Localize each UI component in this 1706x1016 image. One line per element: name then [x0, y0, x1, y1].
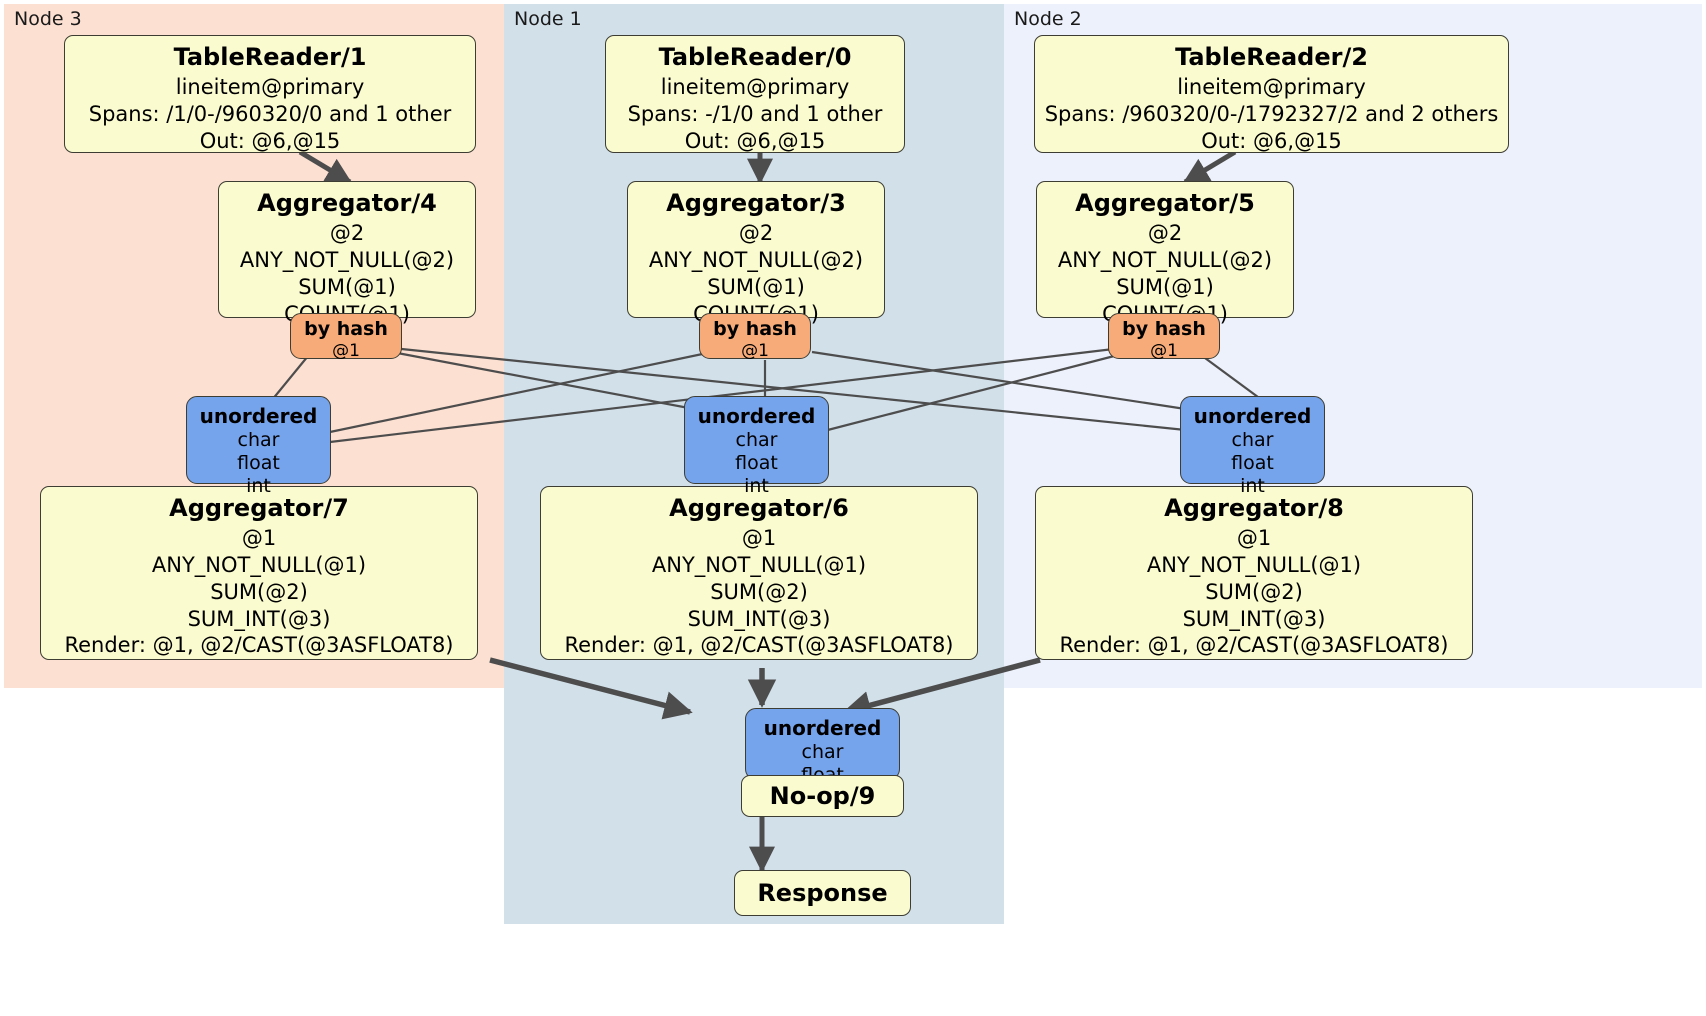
- processor-agg-3: SUM_INT(@3): [1182, 606, 1326, 631]
- router-title: by hash: [1122, 318, 1206, 340]
- synchronizer-box-unordered-final[interactable]: unordered char float: [745, 708, 900, 786]
- processor-title: Aggregator/8: [1164, 494, 1344, 522]
- processor-render: Render: @1, @2/CAST(@3ASFLOAT8): [564, 633, 954, 658]
- processor-box-table-reader-2[interactable]: TableReader/2 lineitem@primary Spans: /9…: [1034, 35, 1509, 153]
- processor-group-cols: @1: [241, 525, 277, 550]
- processor-out: Out: @6,@15: [1201, 128, 1342, 153]
- processor-title: TableReader/0: [658, 43, 852, 71]
- processor-title: Aggregator/3: [666, 189, 846, 217]
- processor-group-cols: @2: [329, 220, 365, 245]
- processor-agg-2: SUM(@2): [710, 579, 808, 604]
- processor-agg-1: ANY_NOT_NULL(@2): [648, 247, 864, 272]
- synchronizer-type-2: float: [1231, 452, 1274, 475]
- processor-agg-2: SUM(@1): [707, 274, 805, 299]
- processor-box-aggregator-5[interactable]: Aggregator/5 @2 ANY_NOT_NULL(@2) SUM(@1)…: [1036, 181, 1294, 326]
- processor-title: Aggregator/5: [1075, 189, 1255, 217]
- processor-agg-1: ANY_NOT_NULL(@1): [651, 552, 867, 577]
- processor-title: No-op/9: [769, 782, 876, 810]
- processor-agg-1: ANY_NOT_NULL(@1): [1146, 552, 1362, 577]
- processor-agg-3: SUM_INT(@3): [687, 606, 831, 631]
- synchronizer-type-1: char: [735, 429, 778, 451]
- synchronizer-type-1: char: [1231, 429, 1274, 451]
- router-column: @1: [741, 340, 769, 361]
- processor-render: Render: @1, @2/CAST(@3ASFLOAT8): [64, 633, 454, 658]
- processor-box-response[interactable]: Response: [734, 870, 911, 916]
- router-title: by hash: [304, 318, 388, 340]
- processor-box-aggregator-3[interactable]: Aggregator/3 @2 ANY_NOT_NULL(@2) SUM(@1)…: [627, 181, 885, 326]
- processor-agg-2: SUM(@2): [210, 579, 308, 604]
- synchronizer-title: unordered: [1193, 404, 1312, 428]
- processor-group-cols: @2: [1147, 220, 1183, 245]
- processor-box-aggregator-6[interactable]: Aggregator/6 @1 ANY_NOT_NULL(@1) SUM(@2)…: [540, 486, 978, 660]
- router-column: @1: [332, 340, 360, 361]
- synchronizer-type-3: int: [1240, 475, 1265, 498]
- processor-group-cols: @1: [741, 525, 777, 550]
- processor-title: TableReader/1: [173, 43, 367, 71]
- processor-box-aggregator-7[interactable]: Aggregator/7 @1 ANY_NOT_NULL(@1) SUM(@2)…: [40, 486, 478, 660]
- router-column: @1: [1150, 340, 1178, 361]
- router-box-by-hash-node-3[interactable]: by hash @1: [290, 313, 402, 361]
- processor-source: lineitem@primary: [175, 74, 365, 99]
- processor-agg-1: ANY_NOT_NULL(@2): [239, 247, 455, 272]
- synchronizer-type-2: float: [237, 452, 280, 475]
- processor-box-no-op-9[interactable]: No-op/9: [741, 775, 904, 817]
- synchronizer-box-unordered-node-3[interactable]: unordered char float int: [186, 396, 331, 497]
- router-box-by-hash-node-2[interactable]: by hash @1: [1108, 313, 1220, 361]
- processor-group-cols: @2: [738, 220, 774, 245]
- synchronizer-type-1: char: [801, 741, 844, 763]
- processor-out: Out: @6,@15: [199, 128, 341, 153]
- processor-spans: Spans: -/1/0 and 1 other: [627, 101, 883, 126]
- synchronizer-type-2: float: [735, 452, 778, 475]
- node-panel-label: Node 1: [514, 8, 582, 30]
- processor-agg-2: SUM(@1): [1116, 274, 1214, 299]
- processor-agg-2: SUM(@2): [1205, 579, 1303, 604]
- processor-render: Render: @1, @2/CAST(@3ASFLOAT8): [1059, 633, 1449, 658]
- synchronizer-type-3: int: [246, 475, 271, 498]
- processor-agg-2: SUM(@1): [298, 274, 396, 299]
- processor-box-aggregator-4[interactable]: Aggregator/4 @2 ANY_NOT_NULL(@2) SUM(@1)…: [218, 181, 476, 326]
- processor-title: TableReader/2: [1175, 43, 1368, 71]
- synchronizer-type-3: int: [744, 475, 769, 498]
- synchronizer-title: unordered: [199, 404, 318, 428]
- processor-spans: Spans: /960320/0-/1792327/2 and 2 others: [1044, 101, 1499, 126]
- processor-source: lineitem@primary: [660, 74, 850, 99]
- processor-box-table-reader-0[interactable]: TableReader/0 lineitem@primary Spans: -/…: [605, 35, 905, 153]
- processor-source: lineitem@primary: [1177, 74, 1366, 99]
- node-panel-label: Node 2: [1014, 8, 1082, 30]
- processor-group-cols: @1: [1236, 525, 1272, 550]
- processor-agg-1: ANY_NOT_NULL(@1): [151, 552, 367, 577]
- processor-box-aggregator-8[interactable]: Aggregator/8 @1 ANY_NOT_NULL(@1) SUM(@2)…: [1035, 486, 1473, 660]
- node-panel-label: Node 3: [14, 8, 82, 30]
- synchronizer-box-unordered-node-1[interactable]: unordered char float int: [684, 396, 829, 497]
- synchronizer-title: unordered: [763, 716, 882, 740]
- router-box-by-hash-node-1[interactable]: by hash @1: [699, 313, 811, 361]
- synchronizer-type-1: char: [237, 429, 280, 451]
- processor-title: Aggregator/6: [669, 494, 849, 522]
- processor-title: Response: [757, 879, 888, 907]
- processor-agg-1: ANY_NOT_NULL(@2): [1057, 247, 1273, 272]
- processor-out: Out: @6,@15: [684, 128, 826, 153]
- synchronizer-box-unordered-node-2[interactable]: unordered char float int: [1180, 396, 1325, 497]
- processor-title: Aggregator/7: [169, 494, 349, 522]
- processor-title: Aggregator/4: [257, 189, 437, 217]
- processor-box-table-reader-1[interactable]: TableReader/1 lineitem@primary Spans: /1…: [64, 35, 476, 153]
- router-title: by hash: [713, 318, 797, 340]
- processor-spans: Spans: /1/0-/960320/0 and 1 other: [88, 101, 452, 126]
- synchronizer-title: unordered: [697, 404, 816, 428]
- processor-agg-3: SUM_INT(@3): [187, 606, 331, 631]
